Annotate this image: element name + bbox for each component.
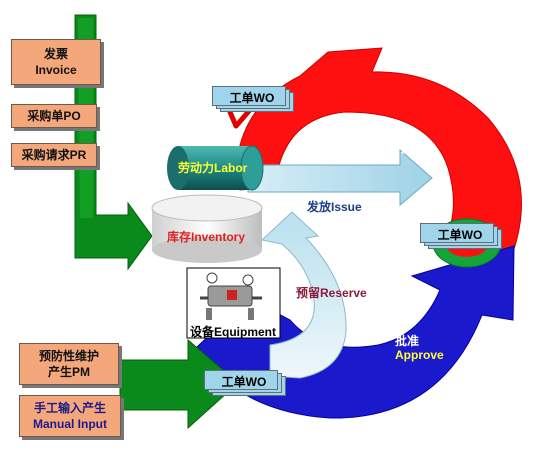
invoice-document: 发票 Invoice [11,39,101,85]
equipment-label: 设备Equipment [190,325,276,339]
equipment-machine-icon [200,272,262,320]
invoice-label-cn: 发票 [43,47,68,61]
approve-label-cn: 批准 [395,334,420,348]
po-document: 采购单PO [11,104,97,128]
manual-label-en: Manual Input [33,417,107,431]
labor-cylinder [167,145,264,191]
work-order-bottom: 工单WO [204,370,286,396]
inventory-label: 库存Inventory [167,230,246,244]
manual-input-document: 手工输入产生 Manual Input [19,395,121,437]
invoice-label-en: Invoice [35,63,77,77]
pr-document: 采购请求PR [11,143,97,167]
equipment-box [186,267,281,339]
issue-arrow [247,148,433,207]
inventory-cylinder [151,194,263,263]
po-label: 采购单PO [27,109,81,123]
work-order-right-label: 工单WO [437,228,483,242]
work-order-right: 工单WO [420,223,502,249]
reserve-label: 预留Reserve [296,286,367,300]
pr-label: 采购请求PR [21,148,87,162]
input-arrow-bottom [119,338,239,430]
work-order-top: 工单WO [212,86,294,112]
pm-document: 预防性维护 产生PM [19,343,119,385]
pm-label-line1: 预防性维护 [38,349,99,363]
work-order-top-label: 工单WO [229,91,275,105]
labor-label: 劳动力Labor [178,161,248,175]
reserve-arrow [260,211,347,379]
progress-label: 进行Progress [356,140,433,154]
approve-label-en: Approve [395,348,444,362]
work-order-bottom-label: 工单WO [221,375,267,389]
pm-label-line2: 产生PM [47,365,90,379]
manual-label-cn: 手工输入产生 [33,401,106,415]
issue-label: 发放Issue [307,200,362,214]
